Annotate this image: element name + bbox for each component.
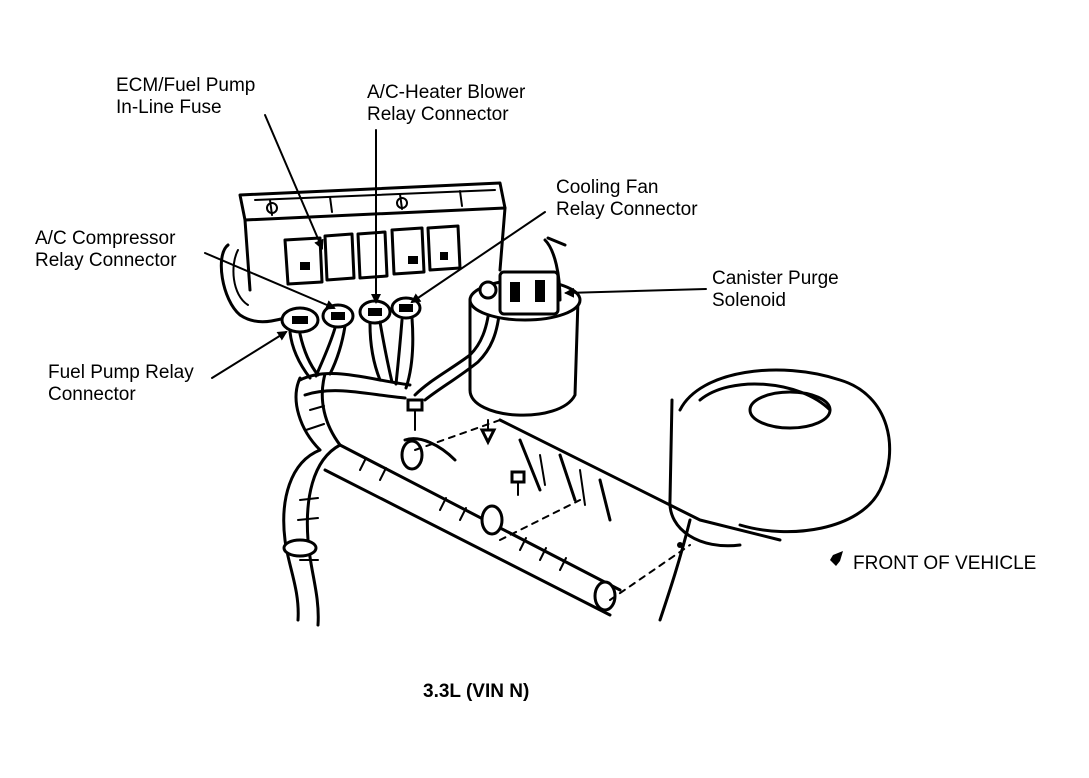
canister-purge-leader [564,287,707,298]
ecm-fuel-pump-fuse-label: ECM/Fuel Pump In-Line Fuse [116,75,256,118]
relay-housings [283,224,462,286]
front-of-vehicle-mark [830,551,843,566]
fuel-pump-relay-leader [211,330,288,379]
engine-caption: 3.3L (VIN N) [423,681,530,702]
mounting-bolts [406,398,691,601]
relay-bracket [219,181,507,324]
front-of-vehicle-label: FRONT OF VEHICLE [853,553,1037,574]
leader-lines [204,114,707,379]
engine-components [498,368,892,622]
cooling-fan-relay-connector-label: Cooling Fan Relay Connector [556,177,698,220]
compressor-relay-connector-label: A/C Compressor Relay Connector [35,228,177,271]
ecm-fuse-leader [264,114,324,250]
blower-relay-connector-label: A/C-Heater Blower Relay Connector [367,82,526,125]
compressor-relay-leader [204,252,336,310]
canister-purge-solenoid-label: Canister Purge Solenoid [712,268,839,311]
fan-relay-leader [410,211,546,304]
wiring-harness [282,298,622,627]
canister-and-solenoid [468,236,582,417]
fuel-pump-relay-connector-label: Fuel Pump Relay Connector [48,362,194,405]
